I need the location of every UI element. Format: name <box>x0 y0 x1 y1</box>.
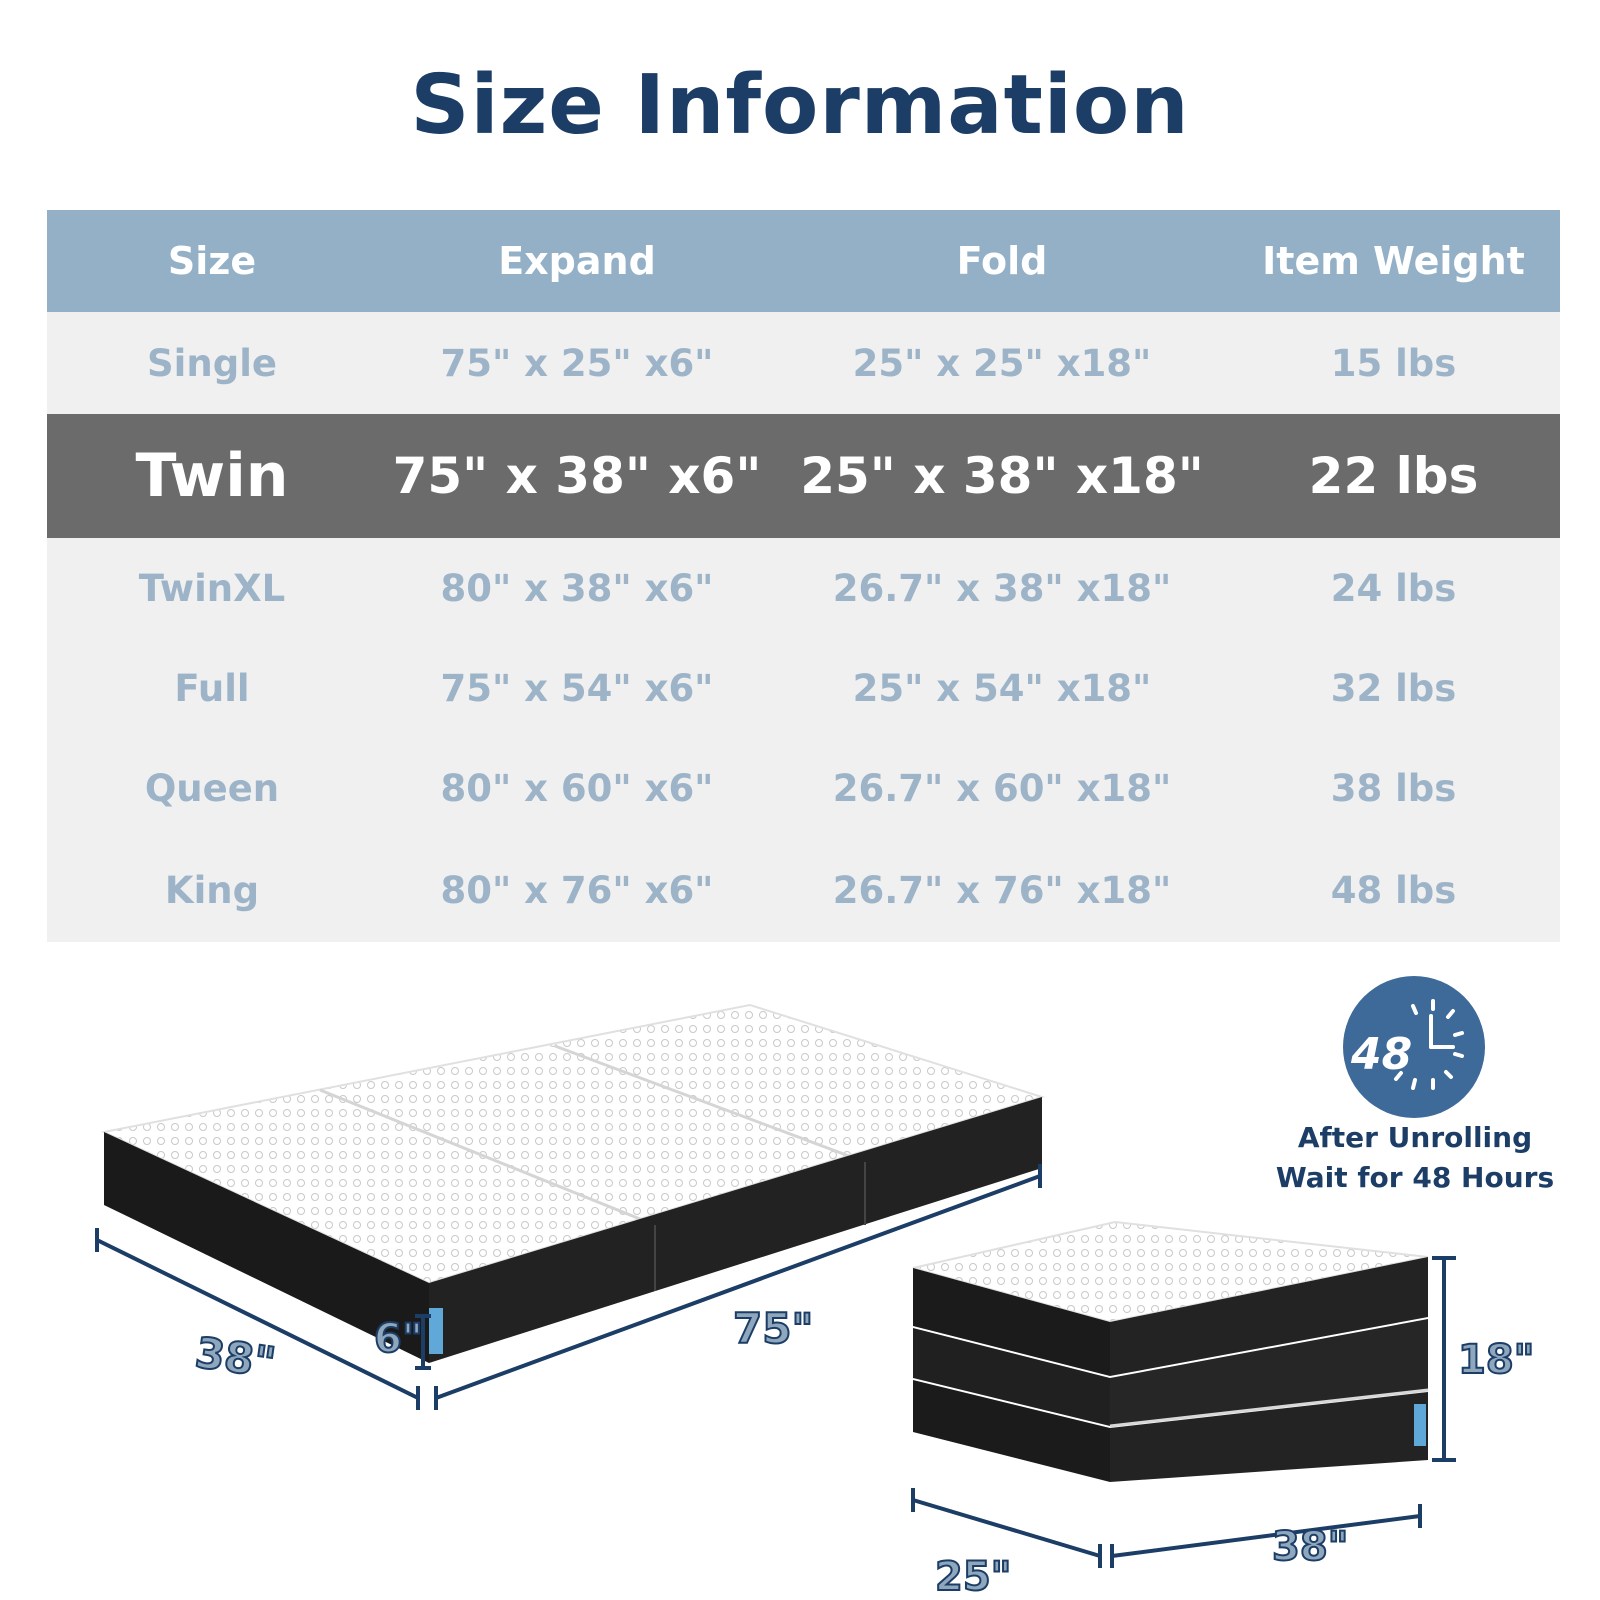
header-size: Size <box>167 239 257 283</box>
expanded-width-label: 38" <box>192 1328 278 1388</box>
cell-weight: 15 lbs <box>1330 341 1457 385</box>
header-item-weight: Item Weight <box>1262 239 1525 283</box>
expanded-mattress-side <box>429 1097 1042 1363</box>
cell-size: King <box>164 868 260 912</box>
cell-size: Single <box>147 341 277 385</box>
cell-expand: 75" x 54" x6" <box>440 666 714 710</box>
wait-note: After Unrolling Wait for 48 Hours <box>1250 1118 1580 1198</box>
cell-size: TwinXL <box>138 566 286 610</box>
folded-depth-label: 25" <box>935 1554 1012 1600</box>
folded-width-label: 38" <box>1272 1524 1349 1570</box>
cell-weight: 38 lbs <box>1330 766 1457 810</box>
cell-size: Twin <box>135 441 289 511</box>
table-body: Single 75" x 25" x6" 25" x 25" x18" 15 l… <box>47 312 1560 942</box>
cell-expand: 80" x 38" x6" <box>440 566 714 610</box>
cell-fold: 25" x 38" x18" <box>800 447 1204 505</box>
table-header: Size Expand Fold Item Weight <box>47 210 1560 312</box>
expanded-mattress <box>100 1003 1046 1363</box>
cell-weight: 22 lbs <box>1308 447 1479 505</box>
expanded-height-label: 6" <box>374 1316 423 1362</box>
cell-expand: 80" x 60" x6" <box>440 766 714 810</box>
cell-size: Queen <box>144 766 280 810</box>
cell-weight: 32 lbs <box>1330 666 1457 710</box>
table-row-highlighted: Twin 75" x 38" x6" 25" x 38" x18" 22 lbs <box>47 414 1560 538</box>
wait-note-line-1: After Unrolling <box>1297 1121 1533 1154</box>
clock-number: 48 <box>1350 1029 1412 1080</box>
cell-fold: 26.7" x 76" x18" <box>832 868 1172 912</box>
table-row: TwinXL 80" x 38" x6" 26.7" x 38" x18" 24… <box>47 538 1560 638</box>
header-fold: Fold <box>956 239 1048 283</box>
table-row: King 80" x 76" x6" 26.7" x 76" x18" 48 l… <box>47 838 1560 942</box>
expanded-mattress-front <box>104 1132 429 1363</box>
folded-height-label: 18" <box>1458 1337 1535 1383</box>
cell-fold: 25" x 54" x18" <box>852 666 1152 710</box>
cell-weight: 48 lbs <box>1330 868 1457 912</box>
page-title: Size Information <box>410 58 1190 153</box>
cell-fold: 26.7" x 38" x18" <box>832 566 1172 610</box>
cell-weight: 24 lbs <box>1330 566 1457 610</box>
folded-mattress <box>912 1220 1429 1482</box>
wait-note-line-2: Wait for 48 Hours <box>1275 1161 1555 1194</box>
expanded-dimension-lines <box>95 1164 1042 1410</box>
table-row: Queen 80" x 60" x6" 26.7" x 60" x18" 38 … <box>47 738 1560 838</box>
table-row: Full 75" x 54" x6" 25" x 54" x18" 32 lbs <box>47 638 1560 738</box>
folded-dimension-lines <box>911 1256 1456 1568</box>
size-table: Size Expand Fold Item Weight Single 75" … <box>47 210 1560 942</box>
header-expand: Expand <box>498 239 656 283</box>
cell-size: Full <box>174 666 250 710</box>
cell-expand: 80" x 76" x6" <box>440 868 714 912</box>
clock-icon: 48 <box>1343 976 1485 1118</box>
cell-fold: 26.7" x 60" x18" <box>832 766 1172 810</box>
cell-expand: 75" x 25" x6" <box>440 341 714 385</box>
expanded-length-label: 75" <box>733 1304 813 1353</box>
table-row: Single 75" x 25" x6" 25" x 25" x18" 15 l… <box>47 312 1560 414</box>
cell-expand: 75" x 38" x6" <box>392 447 762 505</box>
cell-fold: 25" x 25" x18" <box>852 341 1152 385</box>
